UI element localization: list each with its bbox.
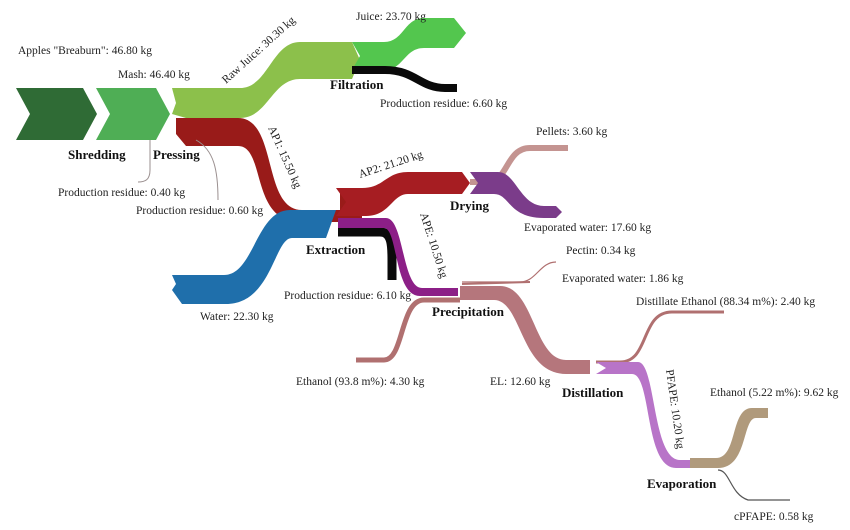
flow-ap1 xyxy=(176,118,362,222)
flow-ethanol-in xyxy=(356,297,460,363)
flow-raw-juice xyxy=(172,42,360,118)
label-pectin: Pectin: 0.34 kg xyxy=(566,245,636,257)
process-filtration: Filtration xyxy=(330,77,384,92)
process-shredding: Shredding xyxy=(68,147,126,162)
flow-evap-water-precip xyxy=(461,281,531,285)
label-pressing-residue: Production residue: 0.60 kg xyxy=(136,205,263,217)
label-mash: Mash: 46.40 kg xyxy=(118,69,190,81)
flow-pfape xyxy=(596,362,690,468)
flow-water xyxy=(172,210,336,304)
leader-shredding-residue xyxy=(137,140,151,183)
flow-el xyxy=(460,286,590,374)
process-distillation: Distillation xyxy=(562,385,624,400)
flow-apples xyxy=(16,88,97,140)
label-el: EL: 12.60 kg xyxy=(490,376,551,388)
flow-ape xyxy=(338,218,458,296)
flow-ap2 xyxy=(336,172,470,216)
flow-mash xyxy=(96,88,170,140)
flow-evap-water-drying xyxy=(470,172,562,218)
flow-distillate-ethanol xyxy=(596,310,724,364)
label-juice: Juice: 23.70 kg xyxy=(356,11,426,23)
label-cpfape: cPFAPE: 0.58 kg xyxy=(734,511,814,523)
label-apples: Apples "Breaburn": 46.80 kg xyxy=(18,45,152,57)
label-pfape: PFAPE: 10.20 kg xyxy=(663,369,686,450)
label-ape: APE: 10.50 kg xyxy=(417,211,450,280)
label-water: Water: 22.30 kg xyxy=(200,311,274,323)
label-evap-water-drying: Evaporated water: 17.60 kg xyxy=(524,222,651,234)
label-ethanol-in: Ethanol (93.8 m%): 4.30 kg xyxy=(296,376,425,388)
label-distillate-ethanol: Distillate Ethanol (88.34 m%): 2.40 kg xyxy=(636,296,815,308)
flow-juice xyxy=(352,18,466,70)
flow-extraction-residue xyxy=(338,227,397,280)
flow-pectin xyxy=(462,261,557,283)
label-pellets: Pellets: 3.60 kg xyxy=(536,126,607,138)
process-precipitation: Precipitation xyxy=(432,304,505,319)
label-evap-water-precip: Evaporated water: 1.86 kg xyxy=(562,273,684,285)
flow-ethanol-out xyxy=(690,408,768,468)
leader-pressing-residue xyxy=(195,139,219,201)
label-filtration-residue: Production residue: 6.60 kg xyxy=(380,98,507,110)
flow-filtration-residue xyxy=(352,66,457,92)
label-extraction-residue: Production residue: 6.10 kg xyxy=(284,290,411,302)
process-pressing: Pressing xyxy=(153,147,200,162)
label-shredding-residue: Production residue: 0.40 kg xyxy=(58,187,185,199)
flow-cpfape xyxy=(717,469,790,501)
process-drying: Drying xyxy=(450,198,490,213)
process-extraction: Extraction xyxy=(306,242,366,257)
label-ethanol-out: Ethanol (5.22 m%): 9.62 kg xyxy=(710,387,839,399)
process-evaporation: Evaporation xyxy=(647,476,717,491)
